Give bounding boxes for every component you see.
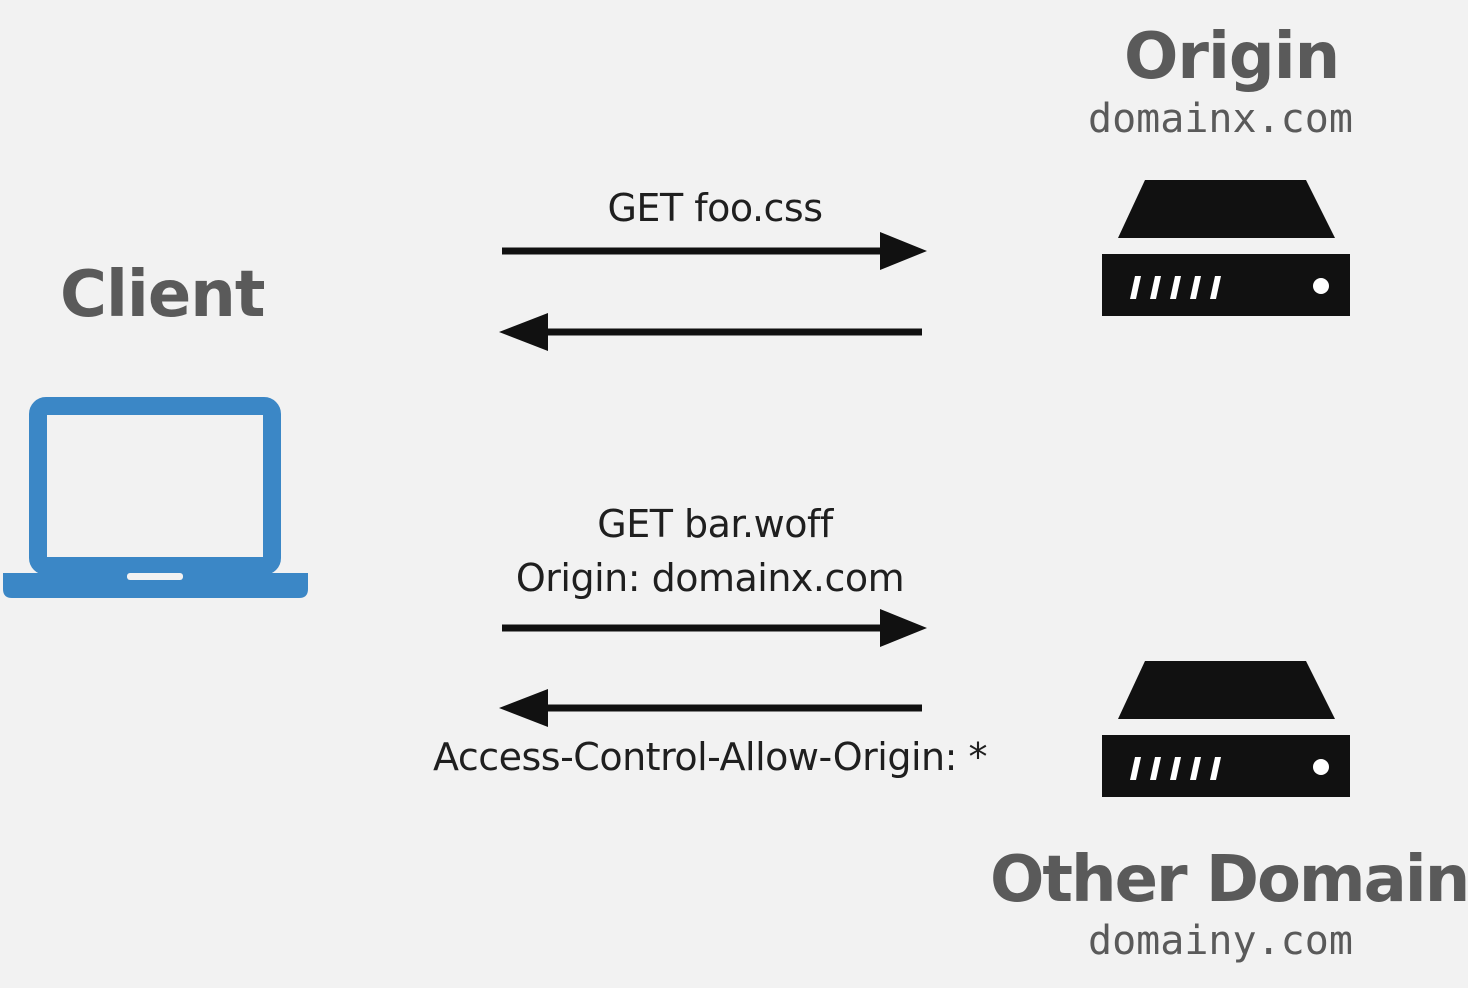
- request2-line1: GET bar.woff: [597, 502, 833, 546]
- request1-arrow: [502, 232, 927, 270]
- response2-label: Access-Control-Allow-Origin: *: [433, 735, 987, 779]
- request2-line2: Origin: domainx.com: [515, 556, 905, 600]
- origin-label: Origin: [1124, 20, 1340, 94]
- request1-label: GET foo.css: [607, 186, 823, 230]
- other-domain-domain: domainy.com: [1088, 918, 1353, 964]
- other-domain-label: Other Domain: [990, 843, 1468, 917]
- other-server-icon: [1102, 661, 1350, 797]
- response1-arrow: [499, 313, 922, 351]
- origin-server-icon: [1102, 180, 1350, 316]
- response2-arrow: [499, 689, 922, 727]
- request2-arrow: [502, 609, 927, 647]
- client-label: Client: [60, 258, 265, 332]
- laptop-icon: [3, 397, 308, 598]
- origin-domain: domainx.com: [1088, 96, 1353, 142]
